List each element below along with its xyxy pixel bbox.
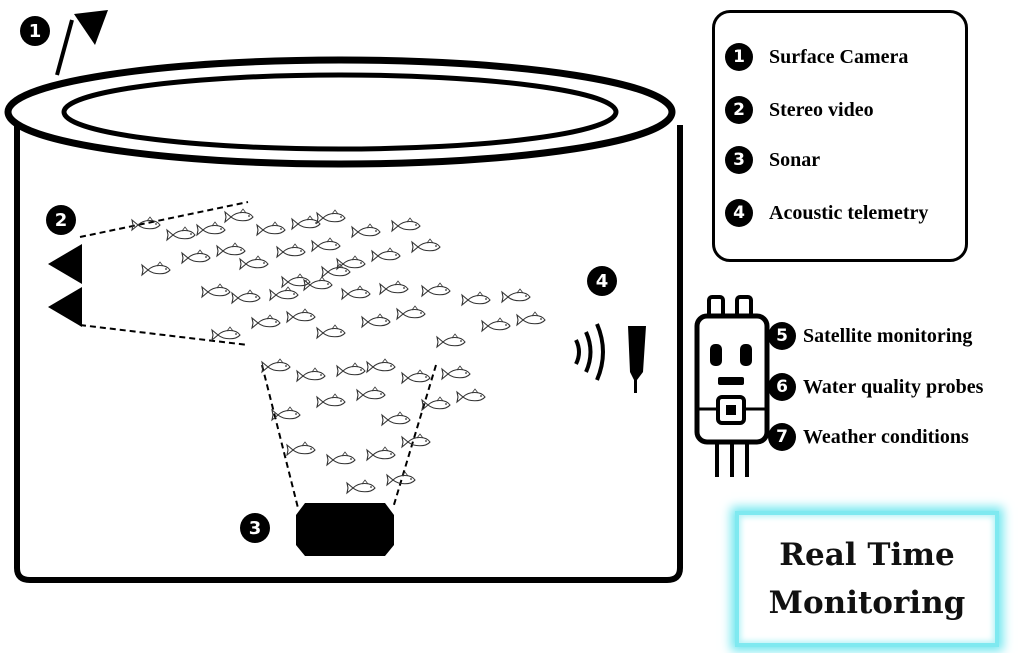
legend-item-acoustic-telemetry: 4 Acoustic telemetry (725, 197, 928, 229)
legend-label: Sonar (769, 148, 821, 171)
surface-camera-icon (55, 10, 108, 76)
tank (4, 56, 683, 583)
legend-item-surface-camera: 1 Surface Camera (725, 41, 908, 73)
item-label: Satellite monitoring (803, 324, 973, 347)
number-badge: 3 (725, 146, 753, 174)
number-badge: 4 (725, 199, 753, 227)
acoustic-telemetry-icon (574, 323, 646, 393)
number-badge: 6 (768, 373, 796, 401)
camera-number-badge: 1 (20, 16, 50, 46)
sonar-icon (261, 364, 437, 556)
item-satellite-monitoring: 5 Satellite monitoring (768, 320, 972, 352)
item-label: Water quality probes (803, 375, 984, 398)
legend-box: 1 Surface Camera 2 Stereo video 3 Sonar … (712, 10, 968, 262)
stereo-video-icon (48, 201, 249, 346)
stereo-number-badge: 2 (46, 205, 76, 235)
legend-item-stereo-video: 2 Stereo video (725, 94, 874, 126)
number-badge: 5 (768, 322, 796, 350)
legend-label: Stereo video (769, 98, 874, 121)
number-badge: 2 (725, 96, 753, 124)
telemetry-number-badge: 4 (587, 266, 617, 296)
banner-line-2: Monitoring (768, 585, 966, 621)
legend-label: Acoustic telemetry (769, 201, 929, 224)
number-badge: 7 (768, 423, 796, 451)
number-badge: 1 (725, 43, 753, 71)
monitoring-device-icon (694, 295, 770, 477)
real-time-monitoring-banner: Real Time Monitoring (735, 511, 999, 647)
legend-item-sonar: 3 Sonar (725, 144, 820, 176)
sonar-number-badge: 3 (240, 513, 270, 543)
banner-line-1: Real Time (779, 537, 955, 573)
item-water-quality-probes: 6 Water quality probes (768, 371, 983, 403)
legend-label: Surface Camera (769, 45, 909, 68)
item-weather-conditions: 7 Weather conditions (768, 421, 969, 453)
item-label: Weather conditions (803, 425, 969, 448)
